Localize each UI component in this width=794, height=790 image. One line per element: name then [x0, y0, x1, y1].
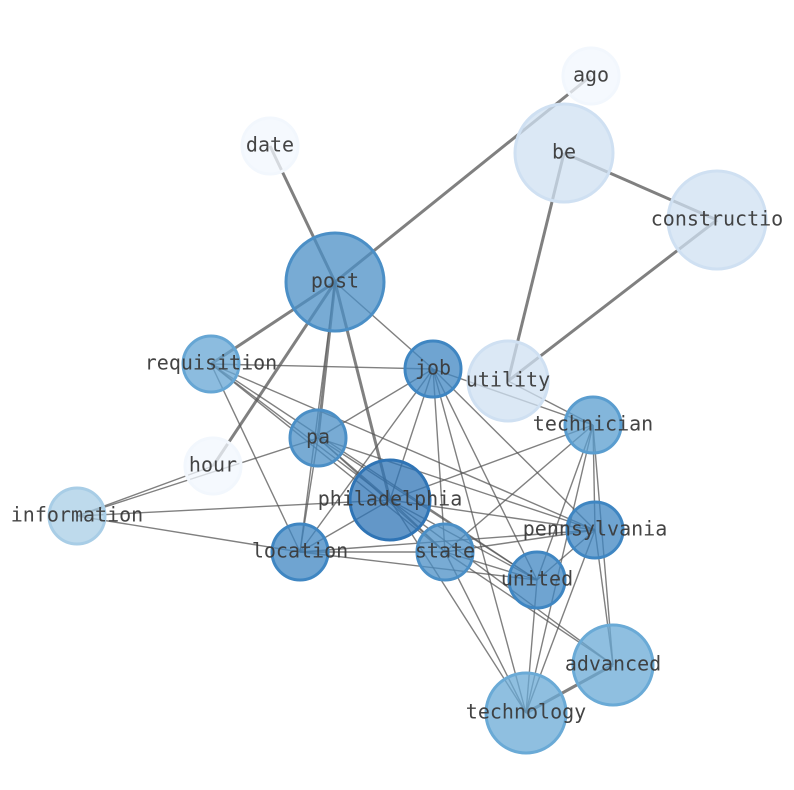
node-state — [415, 522, 475, 582]
node-post — [284, 231, 386, 333]
node-label-requisition: requisition — [145, 351, 277, 375]
node-technology — [484, 671, 568, 755]
node-label-hour: hour — [189, 453, 237, 477]
node-label-ago: ago — [573, 63, 609, 87]
node-label-advanced: advanced — [565, 652, 661, 676]
node-label-pa: pa — [306, 425, 330, 449]
node-layer — [47, 46, 768, 755]
edge-layer — [76, 74, 718, 715]
edge-state-technician — [444, 424, 594, 553]
node-technician — [563, 395, 623, 455]
node-advanced — [571, 623, 655, 707]
node-location — [270, 522, 330, 582]
node-label-location: location — [252, 539, 348, 563]
edge-job-united — [432, 368, 538, 581]
node-label-state: state — [415, 539, 475, 563]
node-job — [403, 339, 463, 399]
edge-pa-pennsylvania — [317, 437, 596, 531]
node-label-post: post — [311, 269, 359, 293]
edge-information-location — [76, 515, 301, 553]
node-label-pennsylvania: pennsylvania — [523, 517, 668, 541]
node-be — [513, 102, 615, 204]
node-label-technician: technician — [533, 412, 653, 436]
edge-philadelphia-advanced — [389, 499, 614, 666]
edge-requisition-pennsylvania — [210, 363, 596, 531]
node-united — [507, 550, 567, 610]
node-label-philadelphia: philadelphia — [318, 487, 463, 511]
edge-job-technology — [432, 368, 527, 714]
edge-job-location — [299, 368, 434, 553]
node-label-information: information — [11, 503, 143, 527]
node-label-be: be — [552, 140, 576, 164]
node-pa — [288, 408, 348, 468]
node-date — [240, 116, 300, 176]
edge-philadelphia-technology — [389, 499, 527, 714]
edge-job-state — [432, 368, 446, 553]
node-label-utility: utility — [466, 368, 550, 392]
edge-location-united — [299, 551, 538, 581]
node-construction — [666, 169, 768, 271]
node-information — [47, 486, 107, 546]
node-label-date: date — [246, 133, 294, 157]
node-label-united: united — [501, 567, 573, 591]
node-hour — [183, 436, 243, 496]
edge-job-requisition — [210, 363, 434, 370]
node-label-technology: technology — [466, 700, 586, 724]
node-pennsylvania — [565, 500, 625, 560]
node-label-job: job — [415, 356, 451, 380]
node-philadelphia — [348, 458, 432, 542]
edge-job-pennsylvania — [432, 368, 596, 531]
node-label-construction: constructio — [651, 207, 783, 231]
node-ago — [561, 46, 621, 106]
edge-information-philadelphia — [76, 499, 391, 517]
node-utility — [466, 339, 550, 423]
node-requisition — [181, 334, 241, 394]
